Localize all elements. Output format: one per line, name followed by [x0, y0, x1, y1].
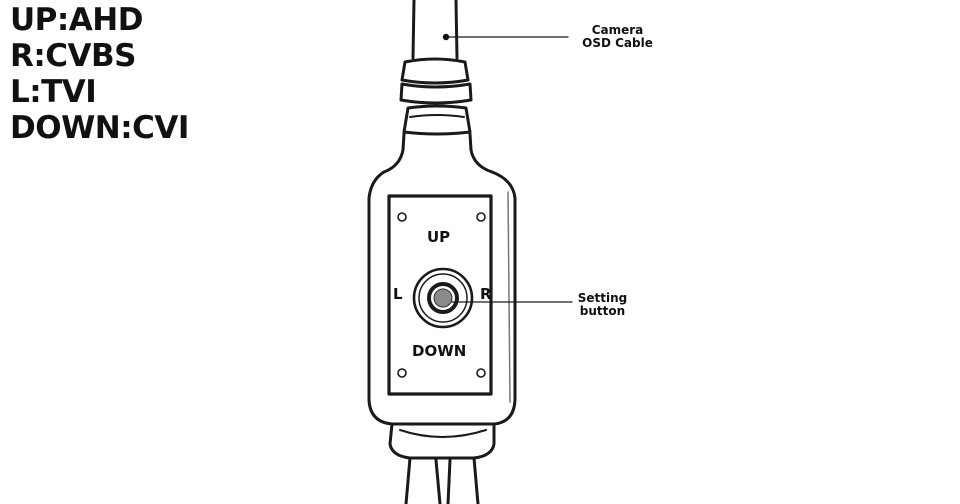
setting-button-callout: Setting button [565, 292, 640, 318]
housing [367, 170, 517, 426]
camera-label: Camera [591, 23, 644, 37]
button-outer-ring [412, 267, 474, 329]
button-label: button [579, 304, 626, 318]
panel-up-label: UP [427, 228, 451, 246]
lower-collar [388, 422, 496, 460]
legend-down: DOWN:CVI [10, 110, 189, 146]
legend-right: R:CVBS [10, 38, 136, 74]
legend-up: UP:AHD [10, 2, 143, 38]
panel-right-label: R [480, 285, 492, 303]
button-panel [387, 194, 493, 396]
mode-legend: UP:AHD R:CVBS L:TVI DOWN:CVI [10, 2, 189, 146]
lower-cables [404, 456, 480, 504]
osd-cable-label: OSD Cable [582, 36, 653, 50]
legend-left: L:TVI [10, 74, 97, 110]
upper-cable [411, 0, 459, 60]
button-center [433, 288, 453, 308]
button-bezel [427, 282, 459, 314]
setting-label: Setting [577, 291, 628, 305]
panel-screws [397, 212, 486, 378]
panel-down-label: DOWN [412, 342, 467, 360]
strain-relief [400, 57, 470, 85]
camera-osd-callout: Camera OSD Cable [570, 24, 665, 50]
panel-left-label: L [393, 285, 403, 303]
